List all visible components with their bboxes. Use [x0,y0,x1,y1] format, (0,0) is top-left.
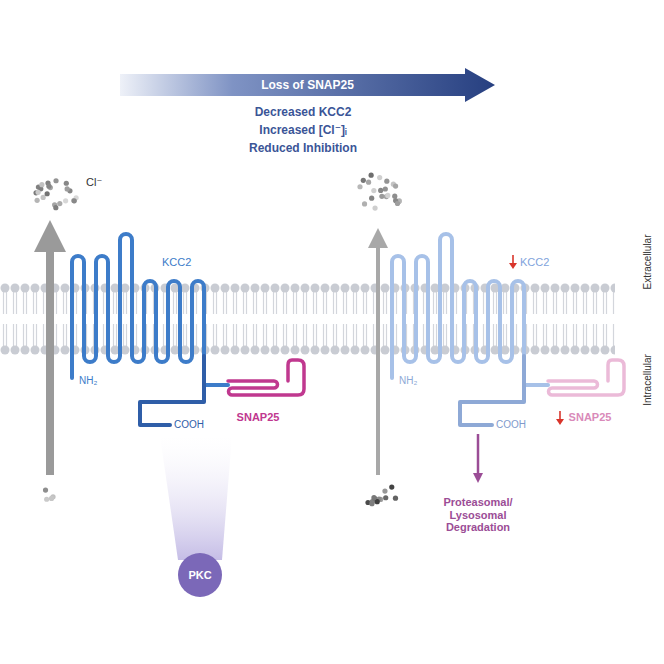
chloride-ion [63,198,68,203]
chloride-ion [371,495,376,500]
chloride-ion [46,184,51,189]
pkc-circle: PKC [178,553,222,597]
chloride-ion [36,190,41,195]
chloride-ion [393,496,398,501]
chloride-ion [35,198,40,203]
proteins [72,234,624,425]
kcc2-transporter [392,234,524,378]
effect-text: Increased [Cl⁻]ᵢ [259,124,346,138]
terminus-label: NH₂ [399,375,417,387]
ion-label: Cl⁻ [86,176,102,189]
outcome-text: Proteasomal/ Lysosomal Degradation [428,496,528,534]
chloride-ion [357,184,362,189]
chloride-ion [64,181,69,186]
chloride-ion [392,194,397,199]
kcc2-c-terminus [140,356,204,425]
kcc2-transporter [72,234,204,378]
chloride-ion [383,495,388,500]
terminus-label: COOH [496,419,526,431]
chloride-ion [361,178,366,183]
kcc2-linker [204,383,228,387]
terminus-label: NH₂ [79,375,97,387]
chloride-ion [366,180,371,185]
protein-label: KCC2 [162,256,191,269]
kcc2-c-terminus [460,356,524,425]
chloride-ion [371,188,376,193]
chloride-ion [369,196,374,201]
effect-text: Reduced Inhibition [249,142,357,156]
protein-label: KCC2 [520,256,549,269]
decrease-arrows [509,255,564,425]
chloride-ion [385,193,390,198]
region-label: Extracellular [642,234,654,289]
chloride-ion [395,201,400,206]
chloride-ion [389,485,394,490]
pkc-cone [160,436,232,560]
chloride-ion [53,205,58,210]
chloride-ion [53,178,58,183]
region-label: Intracellular [642,354,654,406]
chloride-ion [49,496,54,501]
chloride-ion [372,205,377,210]
loss-arrow: Loss of SNAP25 [120,68,495,102]
arrow-outline [120,68,495,102]
chloride-ion [393,183,398,188]
protein-label: SNAP25 [237,411,280,424]
chloride-ions [33,173,401,507]
chloride-ion [45,191,50,196]
degradation-arrow [477,434,480,478]
chloride-ion [369,173,374,178]
node-text: Loss of SNAP25 [261,78,354,92]
chloride-ion [378,188,383,193]
chloride-ion [44,497,49,502]
chloride-flux-arrow [46,236,54,475]
chloride-ion [369,501,374,506]
chloride-ion [41,195,46,200]
chloride-ion [71,198,76,203]
chloride-ion [39,182,44,187]
chloride-ion [65,186,70,191]
chloride-ion [382,488,387,493]
protein-label: SNAP25 [569,411,612,424]
effect-text: Decreased KCC2 [255,106,352,120]
chloride-ion [72,198,77,203]
chloride-ion [57,201,62,206]
chloride-ion [362,201,367,206]
node-text: PKC [188,569,211,581]
chloride-flux-arrow [376,238,380,475]
chloride-ion [375,499,380,504]
chloride-ion [379,194,384,199]
chloride-ion [43,487,48,492]
chloride-ion [377,175,382,180]
chloride-ion [384,179,389,184]
chloride-ion [383,186,388,191]
terminus-label: COOH [174,419,204,431]
kcc2-linker [524,383,548,387]
snap25-protein [228,360,304,395]
snap25-protein [548,360,624,395]
